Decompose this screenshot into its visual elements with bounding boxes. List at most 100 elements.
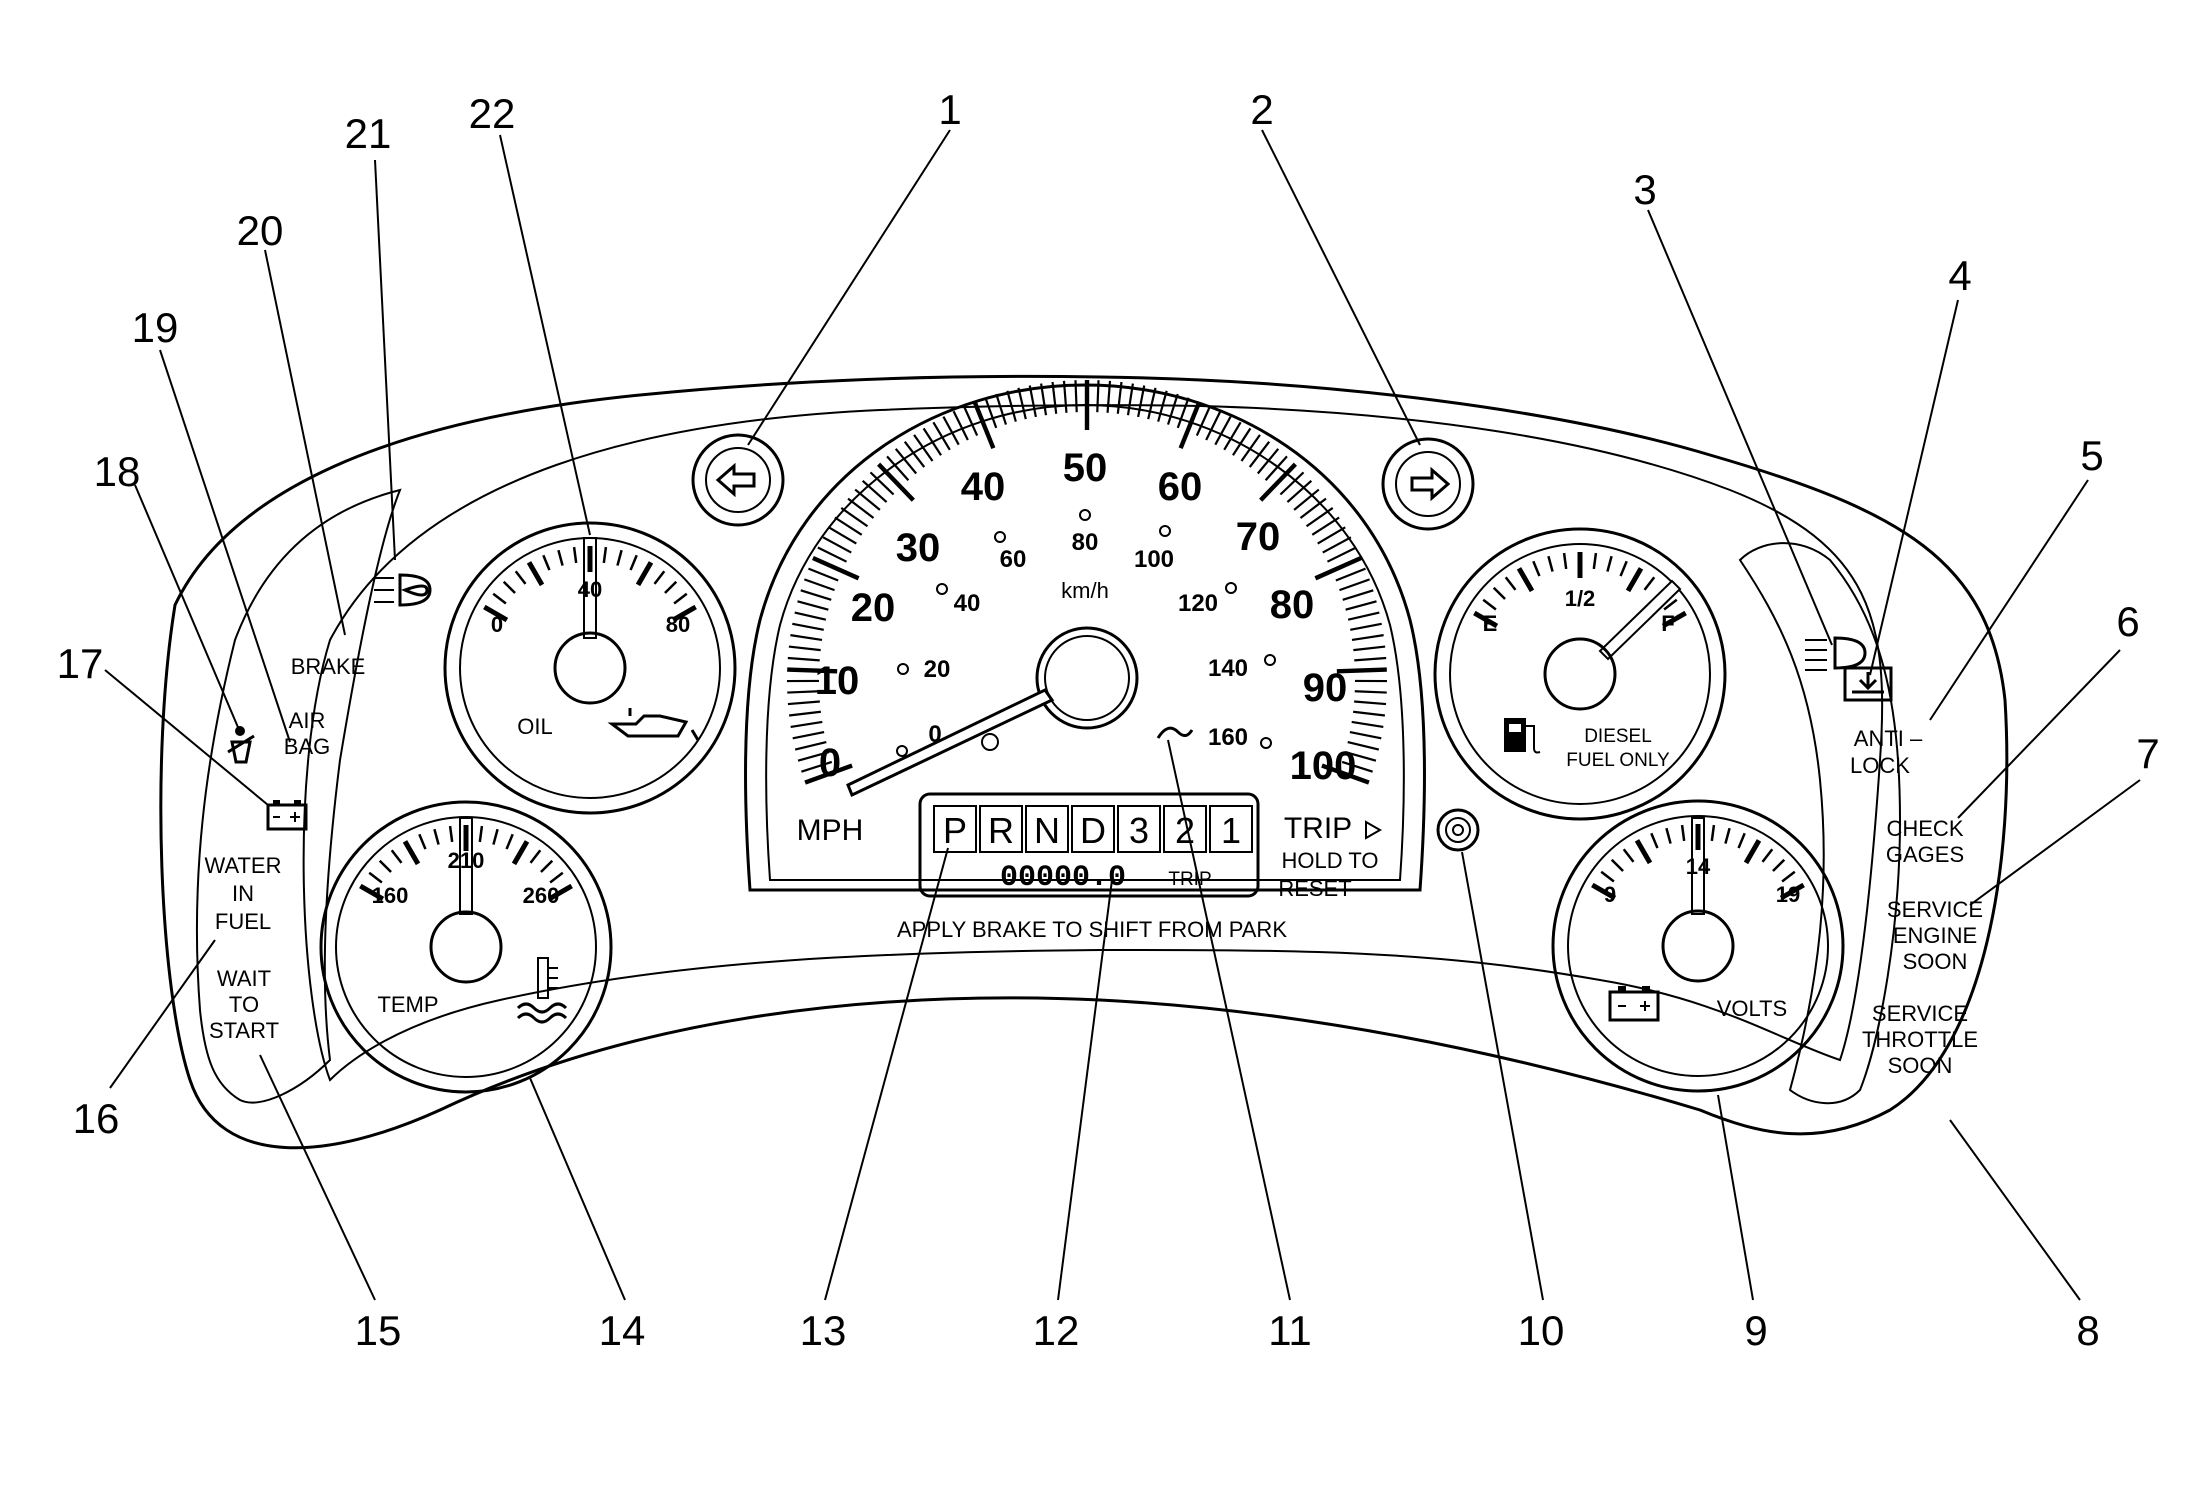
- service-throttle-line2: THROTTLE: [1862, 1027, 1978, 1052]
- leader-16: [109, 939, 216, 1089]
- mph-label: 30: [896, 526, 941, 570]
- tick-mark: [1248, 441, 1271, 468]
- tick-mark: [1040, 383, 1048, 416]
- fuel-gauge: E 1/2 F DIESEL FUEL ONLY: [1433, 527, 1727, 821]
- check-gages-line1: CHECK: [1886, 816, 1963, 841]
- tick-mark: [368, 871, 383, 884]
- headlamp-indicator: [1805, 636, 1867, 671]
- kmh-dot: [1260, 737, 1272, 749]
- tick-mark: [1347, 611, 1380, 621]
- tick-mark: [984, 397, 998, 429]
- wait-to-start-line2: TO: [229, 992, 259, 1017]
- volt-gauge-max: 19: [1776, 882, 1800, 907]
- kmh-label: 60: [1000, 546, 1027, 573]
- tick-mark: [1051, 381, 1058, 414]
- leader-5: [1929, 479, 2089, 721]
- callout-18: 18: [94, 448, 141, 495]
- tick-mark: [794, 741, 827, 751]
- tick-mark: [1622, 848, 1635, 863]
- tick-mark: [1006, 390, 1017, 422]
- fuel-gauge-empty: E: [1483, 611, 1498, 636]
- tick-mark: [557, 549, 564, 566]
- tick-mark: [1665, 827, 1672, 844]
- leader-12: [1057, 879, 1113, 1301]
- tick-mark: [1610, 858, 1624, 872]
- tick-mark: [549, 871, 564, 884]
- tick-mark: [1634, 839, 1653, 865]
- wait-to-start-line1: WAIT: [217, 966, 271, 991]
- mph-label: 10: [815, 659, 860, 703]
- water-in-fuel-line3: FUEL: [215, 909, 271, 934]
- tick-mark: [1643, 576, 1656, 591]
- tick-mark: [808, 567, 839, 582]
- tick-mark: [616, 549, 623, 566]
- tick-mark: [972, 401, 996, 450]
- tick-mark: [1482, 598, 1497, 611]
- service-engine-line1: SERVICE: [1887, 897, 1983, 922]
- high-beam-indicator: [374, 573, 432, 607]
- volt-gauge-min: 9: [1604, 882, 1616, 907]
- tick-mark: [828, 526, 857, 545]
- tick-mark: [1166, 393, 1179, 425]
- leader-10: [1461, 851, 1544, 1301]
- tick-mark: [804, 578, 835, 592]
- callout-leaders: [104, 129, 2141, 1301]
- fuel-diesel-note: DIESEL: [1584, 726, 1652, 747]
- check-gages-line2: GAGES: [1886, 842, 1964, 867]
- tick-mark: [1351, 634, 1384, 642]
- tick-mark: [402, 840, 421, 866]
- temp-gauge-ticks: [359, 825, 573, 902]
- oil-can-icon: [607, 708, 700, 741]
- voltmeter-gauge: 9 14 19 VOLTS: [1551, 799, 1845, 1093]
- kmh-label: 20: [924, 656, 951, 683]
- prndl-cell-3: [1117, 805, 1161, 853]
- trip-reset-knob: [1436, 808, 1480, 852]
- tick-mark: [903, 441, 926, 468]
- tick-mark: [1349, 730, 1382, 740]
- tick-mark: [1592, 552, 1598, 570]
- leader-4: [1869, 299, 1959, 676]
- airbag-label-line2: BAG: [284, 734, 330, 759]
- kmh-label: 40: [954, 590, 981, 617]
- fuel-gauge-ticks: [1473, 552, 1687, 629]
- tick-mark: [629, 554, 638, 571]
- tick-mark: [1096, 380, 1100, 413]
- callout-16: 16: [73, 1095, 120, 1142]
- tick-mark: [800, 589, 832, 601]
- kmh-label: 100: [1134, 546, 1174, 573]
- fuel-gauge-hub: [1543, 637, 1617, 711]
- oil-gauge-needle: [583, 537, 597, 639]
- tick-mark: [1663, 598, 1678, 611]
- tick-mark: [1354, 700, 1387, 706]
- leader-7: [1969, 779, 2141, 906]
- tick-mark: [547, 883, 573, 902]
- temp-gauge-needle: [459, 817, 473, 915]
- tick-mark: [540, 859, 554, 873]
- kmh-label: 120: [1178, 590, 1218, 617]
- tick-mark: [390, 849, 403, 864]
- tick-mark: [817, 546, 848, 563]
- tick-mark: [1710, 824, 1716, 842]
- mph-label: 60: [1158, 465, 1203, 509]
- callout-numbers: 1 2 3 4 5 6 7 8 9 10 11 12 13 14 15 16 1…: [57, 86, 2160, 1354]
- leader-17: [104, 669, 269, 806]
- leader-15: [259, 1054, 376, 1301]
- callout-10: 10: [1518, 1307, 1565, 1354]
- prndl-display: [918, 792, 1260, 898]
- tick-mark: [790, 634, 823, 642]
- tick-mark: [1116, 381, 1123, 414]
- leader-3: [1647, 209, 1833, 646]
- speedometer-needle: [846, 688, 1055, 798]
- tick-mark: [1351, 720, 1384, 729]
- tick-mark: [572, 546, 578, 564]
- kmh-label: 80: [1072, 529, 1099, 556]
- tick-mark: [664, 580, 678, 594]
- tick-mark: [801, 760, 833, 773]
- tick-mark: [378, 859, 392, 873]
- kmh-dot: [994, 531, 1006, 543]
- tick-mark: [894, 448, 918, 475]
- tick-mark: [1311, 516, 1340, 536]
- tick-mark: [1661, 610, 1687, 629]
- antilock-label-line2: LOCK: [1850, 753, 1910, 778]
